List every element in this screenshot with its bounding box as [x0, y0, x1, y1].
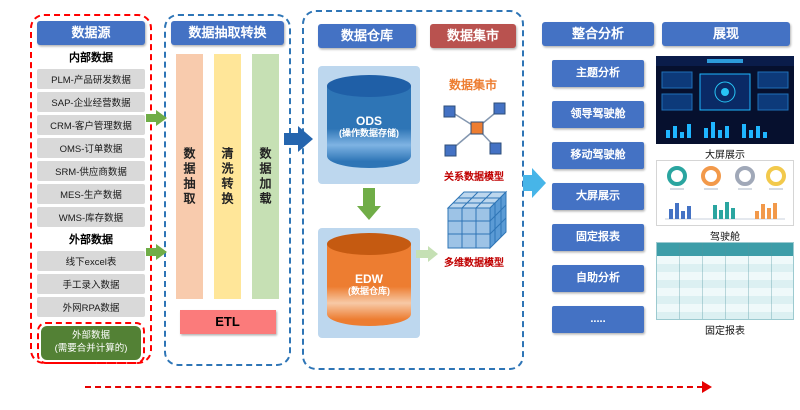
analysis-header: 整合分析 [542, 22, 654, 46]
etl-to-warehouse-arrow-icon [284, 126, 313, 152]
datasource-panel: 数据源 内部数据 PLM-产品研发数据 SAP-企业经营数据 CRM-客户管理数据 O… [30, 14, 152, 364]
mart-label: 数据集市 [448, 78, 497, 92]
cockpit-charts-graphic [665, 166, 786, 220]
datasource-item: 外网RPA数据 [37, 297, 145, 317]
datasource-header: 数据源 [37, 21, 145, 45]
datasource-item: SAP-企业经营数据 [37, 92, 145, 112]
edw-to-models-arrow-icon [416, 246, 438, 262]
arrow-head [156, 110, 167, 126]
etl-header: 数据抽取转换 [171, 21, 284, 45]
analysis-item: 固定报表 [552, 224, 644, 251]
arrow-shaft [146, 114, 156, 122]
present-header: 展现 [662, 22, 790, 46]
warehouse-mart-panel: 数据仓库 数据集市 ODS (操作数据存储) EDW (数据仓库) [302, 10, 524, 370]
datasource-item: PLM-产品研发数据 [37, 69, 145, 89]
clean-bar: 清洗转换 [214, 54, 241, 299]
edw-name: EDW [355, 272, 383, 287]
analysis-item: 自助分析 [552, 265, 644, 292]
etl-bars: 数据抽取 清洗转换 数据加载 [171, 54, 284, 299]
arrow-head [532, 168, 546, 198]
internal-data-label: 内部数据 [69, 52, 113, 64]
source-to-etl-arrow-1-icon [146, 110, 167, 126]
bigscreen-photo [656, 56, 794, 144]
merge-data-line1: 外部数据 [71, 330, 110, 341]
bigscreen-photo-graphic [656, 56, 794, 144]
datasource-item: WMS-库存数据 [37, 207, 145, 227]
arrow-shaft [523, 175, 532, 191]
relational-model-caption: 关系数据模型 [444, 172, 504, 183]
arrow-shaft [146, 248, 156, 256]
mart-header: 数据集市 [430, 24, 516, 48]
relational-model-diagram [443, 102, 506, 157]
ods-cylinder: ODS (操作数据存储) [327, 75, 411, 175]
arrow-head [357, 206, 381, 220]
bigscreen-caption: 大屏展示 [705, 150, 745, 161]
arrow-shaft [416, 250, 428, 258]
edw-desc: (数据仓库) [348, 286, 390, 297]
analysis-item: 大屏展示 [552, 183, 644, 210]
cockpit-caption: 驾驶舱 [710, 232, 740, 243]
cockpit-charts-image [656, 160, 794, 226]
source-to-etl-arrow-2-icon [146, 244, 167, 260]
fixed-report-table-image [656, 242, 794, 320]
arrow-head [298, 126, 313, 152]
ods-box: ODS (操作数据存储) [318, 66, 420, 184]
warehouse-to-analysis-arrow-icon [523, 168, 546, 198]
external-data-list: 线下excel表手工录入数据外网RPA数据 [37, 251, 145, 317]
datasource-item: CRM-客户管理数据 [37, 115, 145, 135]
etl-panel: 数据抽取转换 数据抽取 清洗转换 数据加载 ETL [164, 14, 291, 366]
datasource-item: MES-生产数据 [37, 184, 145, 204]
etl-label: ETL [179, 310, 276, 334]
ods-name: ODS [355, 114, 382, 129]
cube-model-diagram [446, 190, 508, 250]
analysis-item: 领导驾驶舱 [552, 101, 644, 128]
merge-data-highlight: 外部数据 (需要合并计算的) [37, 322, 145, 364]
fixed-report-caption: 固定报表 [705, 326, 745, 337]
warehouse-header: 数据仓库 [318, 24, 416, 48]
analysis-item: 移动驾驶舱 [552, 142, 644, 169]
ods-to-edw-arrow-icon [357, 188, 381, 220]
flow-timeline-arrow [85, 386, 703, 388]
internal-data-list: PLM-产品研发数据 SAP-企业经营数据 CRM-客户管理数据 OMS-订单数据 SR… [37, 69, 145, 227]
datasource-item: SRM-供应商数据 [37, 161, 145, 181]
arrow-head [428, 246, 438, 262]
analysis-item-list: 主题分析领导驾驶舱移动驾驶舱大屏展示固定报表自助分析..... [552, 60, 644, 333]
analysis-item: 主题分析 [552, 60, 644, 87]
merge-data-line2: (需要合并计算的) [54, 342, 128, 354]
ods-desc: (操作数据存储) [339, 128, 399, 139]
ods-cylinder-body: ODS (操作数据存储) [327, 86, 411, 168]
edw-cylinder-body: EDW (数据仓库) [327, 244, 411, 326]
load-bar: 数据加载 [252, 54, 279, 299]
multidim-model-caption: 多维数据模型 [444, 258, 504, 269]
arrow-head [156, 244, 167, 260]
datasource-item: 线下excel表 [37, 251, 145, 271]
arrow-shaft [284, 133, 298, 145]
edw-cylinder: EDW (数据仓库) [327, 233, 411, 333]
extract-bar: 数据抽取 [176, 54, 203, 299]
analysis-item: ..... [552, 306, 644, 333]
edw-cylinder-top [327, 233, 411, 255]
merge-data-box: 外部数据 (需要合并计算的) [41, 326, 141, 360]
ods-cylinder-top [327, 75, 411, 97]
external-data-label: 外部数据 [69, 234, 113, 246]
flow-timeline-arrow-head-icon [702, 381, 712, 393]
datasource-item: OMS-订单数据 [37, 138, 145, 158]
datasource-item: 手工录入数据 [37, 274, 145, 294]
edw-box: EDW (数据仓库) [318, 228, 420, 338]
arrow-shaft [363, 188, 375, 206]
